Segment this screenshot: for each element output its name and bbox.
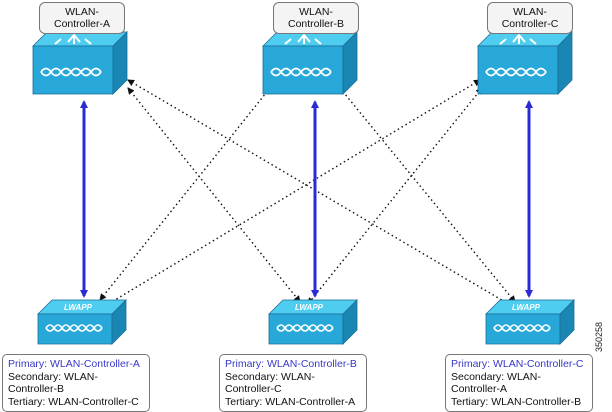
ap-c-tertiary: Tertiary: WLAN-Controller-B — [451, 395, 582, 408]
ap-b-tertiary: Tertiary: WLAN-Controller-A — [225, 395, 356, 408]
controller-c-line1: WLAN- — [513, 6, 547, 18]
ap-a-label: LWAPP — [64, 303, 93, 312]
ap-a-icon: LWAPP — [37, 299, 127, 345]
link-b-controller-ap-a — [99, 87, 271, 301]
controller-a-line1: WLAN- — [65, 6, 99, 18]
topology-diagram: LWAPP LWAPP LWAPP — [32, 31, 575, 345]
ap-a-secondary: Secondary: WLAN-Controller-B — [8, 370, 98, 396]
controller-b-line1: WLAN- — [299, 6, 333, 18]
figure-number: 350258 — [594, 321, 604, 352]
ap-c-primary: Primary: WLAN-Controller-C — [451, 358, 584, 370]
controller-b-line2: Controller-B — [287, 18, 345, 30]
ap-a-tertiary: Tertiary: WLAN-Controller-C — [8, 395, 139, 408]
controller-a-label: WLAN- Controller-A — [39, 2, 125, 34]
primary-links — [80, 100, 533, 298]
ap-b-primary: Primary: WLAN-Controller-B — [225, 358, 357, 370]
ap-c-icon: LWAPP — [485, 299, 575, 345]
controller-c-icon — [477, 31, 573, 95]
link-a-controller-ap-c — [127, 79, 513, 307]
link-c-controller-ap-a — [104, 79, 481, 307]
controller-a-line2: Controller-A — [53, 18, 111, 30]
ap-c-secondary: Secondary: WLAN-Controller-A — [451, 370, 541, 396]
ap-c-label: LWAPP — [512, 303, 541, 312]
ap-b-secondary: Secondary: WLAN-Controller-C — [225, 370, 315, 396]
ap-a-assignment: Primary: WLAN-Controller-A Secondary: WL… — [2, 354, 150, 412]
ap-a-primary: Primary: WLAN-Controller-A — [8, 358, 140, 370]
link-c-controller-ap-b — [307, 87, 483, 305]
ap-b-assignment: Primary: WLAN-Controller-B Secondary: WL… — [219, 354, 367, 412]
link-b-controller-ap-c — [339, 87, 516, 303]
controller-b-label: WLAN- Controller-B — [273, 2, 359, 34]
ap-b-label: LWAPP — [295, 303, 324, 312]
ap-b-icon: LWAPP — [268, 299, 358, 345]
link-a-controller-ap-b — [127, 87, 301, 303]
controller-c-line2: Controller-C — [501, 18, 559, 30]
ap-c-assignment: Primary: WLAN-Controller-C Secondary: WL… — [445, 354, 593, 412]
controller-c-label: WLAN- Controller-C — [487, 2, 573, 34]
controller-b-icon — [262, 31, 358, 95]
controller-a-icon — [32, 31, 128, 95]
backup-links — [99, 79, 516, 307]
